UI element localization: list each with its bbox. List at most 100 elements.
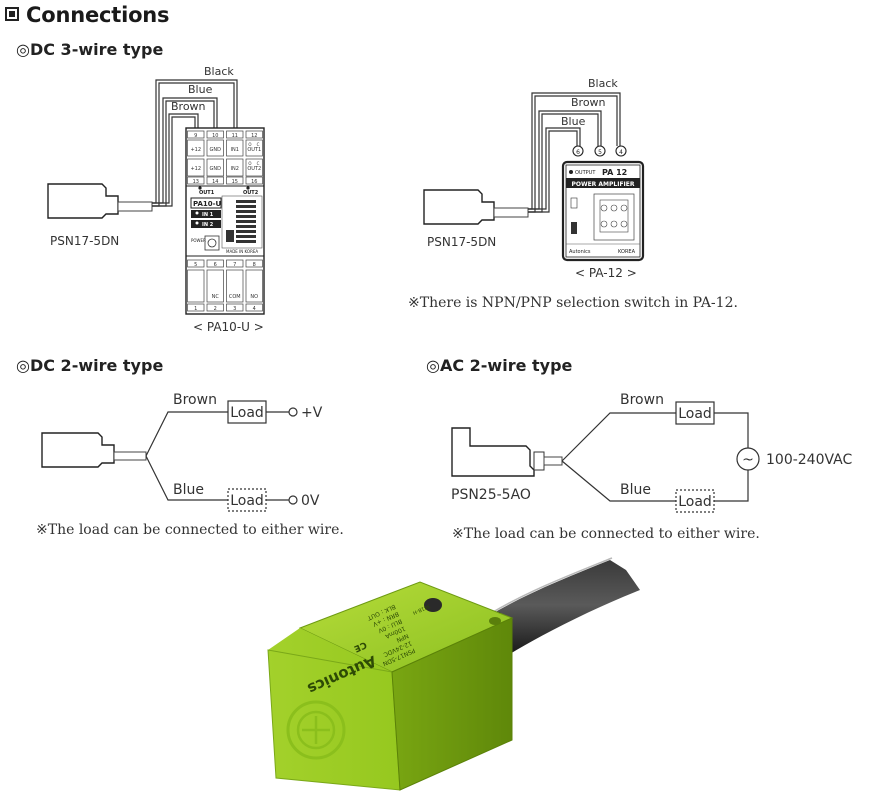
dc2-load-box: [227, 400, 267, 424]
pa10u-terminal-top: [187, 130, 205, 139]
pa10u-terminal-cell: [226, 158, 244, 177]
pa10u-terminal-number: 11: [232, 133, 238, 139]
pa10u-terminal-number: 1: [194, 306, 197, 312]
pa12-terminal-4: [615, 145, 627, 157]
pa10u-terminal-label-c: C: [257, 161, 260, 166]
dc2-load-label-dashed: Load: [230, 493, 264, 509]
dc3-right-label-blue: Blue: [561, 115, 586, 128]
ac2-sensor-model: PSN25-5AO: [451, 487, 531, 503]
dc2-label-blue: Blue: [173, 482, 204, 498]
pa10u-in1-label: IN 1: [202, 212, 214, 218]
ac2-note: ※The load can be connected to either wir…: [452, 526, 760, 542]
pa10u-terminal-number: 9: [194, 133, 197, 139]
pa10u-terminal-bottom: [226, 303, 244, 312]
pa10u-terminal-label: +12: [190, 166, 201, 172]
photo-label-line: NPN: [395, 632, 409, 644]
dc3-right-unit-caption: < PA-12 >: [575, 266, 637, 280]
pa10u-terminal-mid: [206, 176, 224, 185]
title-square-icon: [5, 7, 19, 21]
pa10u-terminal-label: IN2: [231, 166, 239, 172]
dc2-plus-terminal: [288, 407, 298, 417]
dc2-zero-terminal: [288, 495, 298, 505]
pa12-terminal-6: [572, 145, 584, 157]
pa12-country: KOREA: [618, 249, 636, 255]
sensor-psn25: [451, 427, 563, 477]
pa12-name: POWER AMPLIFIER: [571, 181, 634, 188]
pa10u-terminal-number: 16: [251, 179, 257, 185]
pa10u-terminal-number: 4: [253, 306, 256, 312]
pa10u-terminal-label: GND: [210, 166, 222, 172]
pa10u-terminal-label-o: O: [248, 142, 251, 147]
dc2-heading: ◎DC 2-wire type: [16, 356, 164, 375]
pa10u-terminal-cell: [187, 158, 205, 177]
pa10u-terminal-label-o: O: [248, 161, 251, 166]
pa12-terminal-5: [594, 145, 606, 157]
pa10u-terminal-number: 8: [253, 262, 256, 268]
pa10u-terminal-number: 3: [233, 306, 236, 312]
dc2-label-brown: Brown: [173, 392, 217, 408]
pa10u-in2-label: IN 2: [202, 222, 214, 228]
ac-source-icon: [736, 447, 760, 471]
dc3-left-unit-caption: < PA10-U >: [193, 320, 264, 334]
ac2-load-label-dashed: Load: [678, 494, 712, 510]
pa10u-terminal-number: 5: [194, 262, 197, 268]
pa12-model: PA 12: [602, 168, 627, 177]
pa10u-terminal-top: [245, 130, 263, 139]
ac2-load-label: Load: [678, 406, 712, 422]
pa10u-terminal-cell: [245, 158, 263, 177]
product-photo-psn17: [267, 557, 640, 791]
pa10u-terminal-bottom: [245, 303, 263, 312]
dc3-right-label-brown: Brown: [571, 96, 606, 109]
dc3-right-diagram: 6 5 4 OUTPUT PA 12 POWER AMPLIFIER Auton…: [423, 77, 645, 280]
pa10u-terminal-label: IN1: [231, 147, 239, 153]
pa10u-terminal-label: NO: [250, 294, 258, 300]
pa10u-terminal-label: OUT2: [247, 166, 261, 172]
sensor-psn17-left: [47, 183, 153, 219]
pa12-terminal-label-6: 6: [576, 149, 580, 156]
pa10u-terminal-label-c: C: [257, 142, 260, 147]
ac2-supply-voltage: 100-240VAC: [766, 452, 853, 468]
ac2-heading: ◎AC 2-wire type: [426, 356, 573, 375]
dc3-left-label-black: Black: [204, 65, 234, 78]
pa10u-terminal-top: [206, 130, 224, 139]
pa10u-terminal-number: 15: [232, 179, 238, 185]
dc3-right-label-black: Black: [588, 77, 618, 90]
pa10u-terminal-bottom-top: [187, 259, 205, 268]
dc2-load-box-dashed: [227, 488, 267, 512]
pa10u-terminal-mid: [226, 176, 244, 185]
pa10u-terminal-number: 10: [212, 133, 218, 139]
ac2-label-brown: Brown: [620, 392, 664, 408]
photo-ce-mark: CE: [352, 639, 368, 653]
dc2-plus-v: +V: [301, 405, 323, 421]
dc3-left-label-brown: Brown: [171, 100, 206, 113]
pa10u-model: PA10-U: [193, 200, 222, 208]
pa12-output-label: OUTPUT: [575, 170, 596, 176]
pa10u-power-label: POWER: [191, 238, 206, 243]
dc2-zero-v: 0V: [301, 493, 320, 509]
pa10u-terminal-number: 14: [212, 179, 218, 185]
pa10u-terminal-label: COM: [229, 294, 241, 300]
pa10u-terminal-number: 12: [251, 133, 257, 139]
pa10u-terminal-bottom: [187, 303, 205, 312]
dc3-left-label-blue: Blue: [188, 83, 213, 96]
pa12-terminal-label-5: 5: [598, 149, 602, 156]
pa10u-terminal-cell: [187, 139, 205, 157]
pa10u-terminal-bottom: [206, 303, 224, 312]
ac2-label-blue: Blue: [620, 482, 651, 498]
pa10u-terminal-mid: [245, 176, 263, 185]
pa12-unit: [561, 160, 645, 262]
pa10u-terminal-label: NC: [212, 294, 220, 300]
page-title: Connections: [26, 3, 170, 27]
pa10u-terminal-cell: [245, 269, 263, 303]
pa10u-terminal-top: [226, 130, 244, 139]
pa10u-terminal-bottom-top: [226, 259, 244, 268]
dc3-right-wires: [528, 92, 621, 213]
pa10u-terminal-cell: [206, 269, 224, 303]
dc3-right-note: ※There is NPN/PNP selection switch in PA…: [408, 295, 738, 311]
pa10u-terminal-bottom-top: [245, 259, 263, 268]
dc3-heading: ◎DC 3-wire type: [16, 40, 164, 59]
pa10u-terminal-cell: [206, 158, 224, 177]
pa10u-terminal-cell: [206, 139, 224, 157]
dc3-right-sensor-model: PSN17-5DN: [427, 235, 496, 249]
